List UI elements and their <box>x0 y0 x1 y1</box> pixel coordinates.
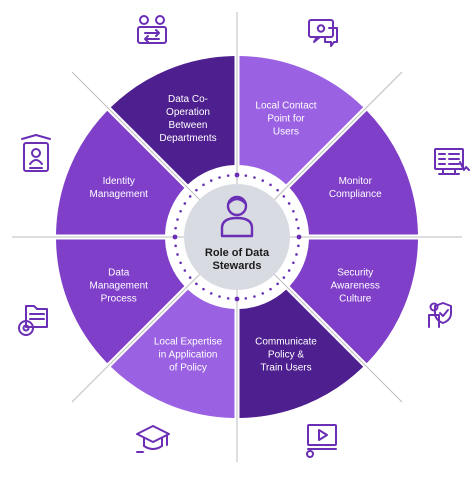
segment-label-identity-management: Identity Management <box>89 176 148 201</box>
ring-dot <box>209 292 213 295</box>
segment-local-expertise <box>110 289 235 418</box>
ring-dot <box>269 287 272 291</box>
ring-dot <box>234 296 240 302</box>
chat-support-icon <box>308 19 338 47</box>
folder-gear-icon <box>18 305 48 336</box>
segment-label-security-awareness: Security Awareness Culture <box>330 267 380 305</box>
ring-dot <box>179 209 182 213</box>
ring-dot <box>226 297 230 300</box>
center-title: Role of Data Stewards <box>204 247 270 272</box>
segment-security-awareness <box>289 239 418 364</box>
wheel-segments <box>56 56 418 418</box>
segment-data-cooperation <box>110 56 235 185</box>
ring-dot <box>195 188 198 192</box>
person-icon <box>220 195 254 238</box>
segment-label-data-cooperation: Data Co- Operation Between Departments <box>159 93 217 144</box>
ring-dot <box>174 226 177 230</box>
ring-dot <box>282 195 286 198</box>
ring-dot <box>234 172 240 178</box>
ring-dot <box>292 209 295 213</box>
monitor-checklist-icon <box>434 148 470 175</box>
ring-dot <box>253 176 256 179</box>
id-badge-icon <box>21 134 51 172</box>
ring-dot <box>282 276 286 279</box>
ring-dot <box>253 295 256 298</box>
people-security-icon <box>428 302 452 328</box>
ring-dot <box>261 292 265 295</box>
external-icons <box>18 15 470 458</box>
ring-dot <box>176 218 179 221</box>
ring-dot <box>202 287 205 291</box>
segment-label-monitor-compliance: Monitor Compliance <box>328 176 382 201</box>
segment-local-contact <box>239 56 364 185</box>
segment-data-management <box>56 239 185 364</box>
ring-dot <box>297 244 300 248</box>
ring-dot <box>172 234 178 240</box>
ring-dot <box>195 282 198 286</box>
segment-label-data-management: Data Management Process <box>89 267 148 305</box>
ring-dot <box>176 253 179 256</box>
ring-dot <box>244 174 248 177</box>
segment-label-local-expertise: Local Expertise in Application of Policy <box>153 336 223 374</box>
ring-dot <box>202 183 205 187</box>
ring-dot <box>183 202 187 205</box>
ring-dot <box>244 297 248 300</box>
ring-dot <box>179 261 182 265</box>
segment-monitor-compliance <box>289 110 418 235</box>
video-training-icon <box>306 424 337 458</box>
ring-dot <box>295 253 298 256</box>
ring-dot <box>287 202 291 205</box>
ring-dot <box>218 176 221 179</box>
dotted-ring <box>172 172 302 302</box>
people-exchange-icon <box>137 15 167 44</box>
ring-dot <box>296 234 302 240</box>
segment-label-communicate-policy: Communicate Policy & Train Users <box>255 336 317 374</box>
segment-label-local-contact: Local Contact Point for Users <box>255 100 317 138</box>
ring-dot <box>287 269 291 272</box>
segment-communicate-policy <box>239 289 364 418</box>
ring-dot <box>261 179 265 182</box>
ring-dot <box>209 179 213 182</box>
ring-dot <box>297 226 300 230</box>
ring-dot <box>295 218 298 221</box>
segment-identity-management <box>56 110 185 235</box>
ring-dot <box>188 195 192 198</box>
ring-dot <box>292 261 295 265</box>
ring-dot <box>226 174 230 177</box>
ring-dot <box>188 276 192 279</box>
ring-dot <box>218 295 221 298</box>
ring-dot <box>276 282 279 286</box>
ring-dot <box>269 183 272 187</box>
graduation-cap-icon <box>136 425 170 453</box>
ring-dot <box>174 244 177 248</box>
ring-dot <box>276 188 279 192</box>
ring-dot <box>183 269 187 272</box>
